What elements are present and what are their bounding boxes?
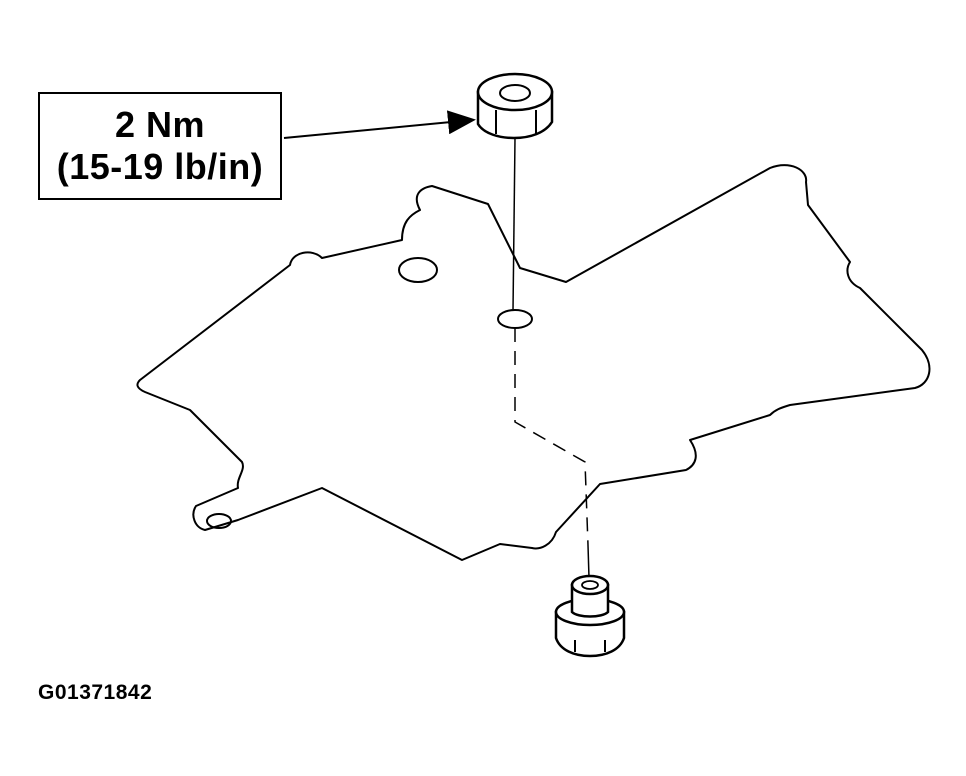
shouldered-screw-icon — [554, 574, 626, 658]
hex-nut-icon — [476, 72, 554, 140]
alignment-line-upper — [512, 137, 516, 312]
plate-hole-center — [497, 309, 533, 329]
torque-callout: 2 Nm (15-19 lb/in) — [38, 92, 282, 200]
callout-leader-arrow — [283, 110, 476, 139]
alignment-line-hidden — [514, 328, 589, 546]
alignment-line-lower — [587, 544, 590, 579]
torque-imperial-label: (15-19 lb/in) — [56, 146, 264, 187]
plate-hole-tab — [206, 513, 232, 529]
mounting-plate — [136, 164, 931, 561]
torque-metric-label: 2 Nm — [114, 103, 206, 145]
plate-hole-left — [398, 257, 438, 283]
figure-id-label: G01371842 — [38, 681, 153, 704]
